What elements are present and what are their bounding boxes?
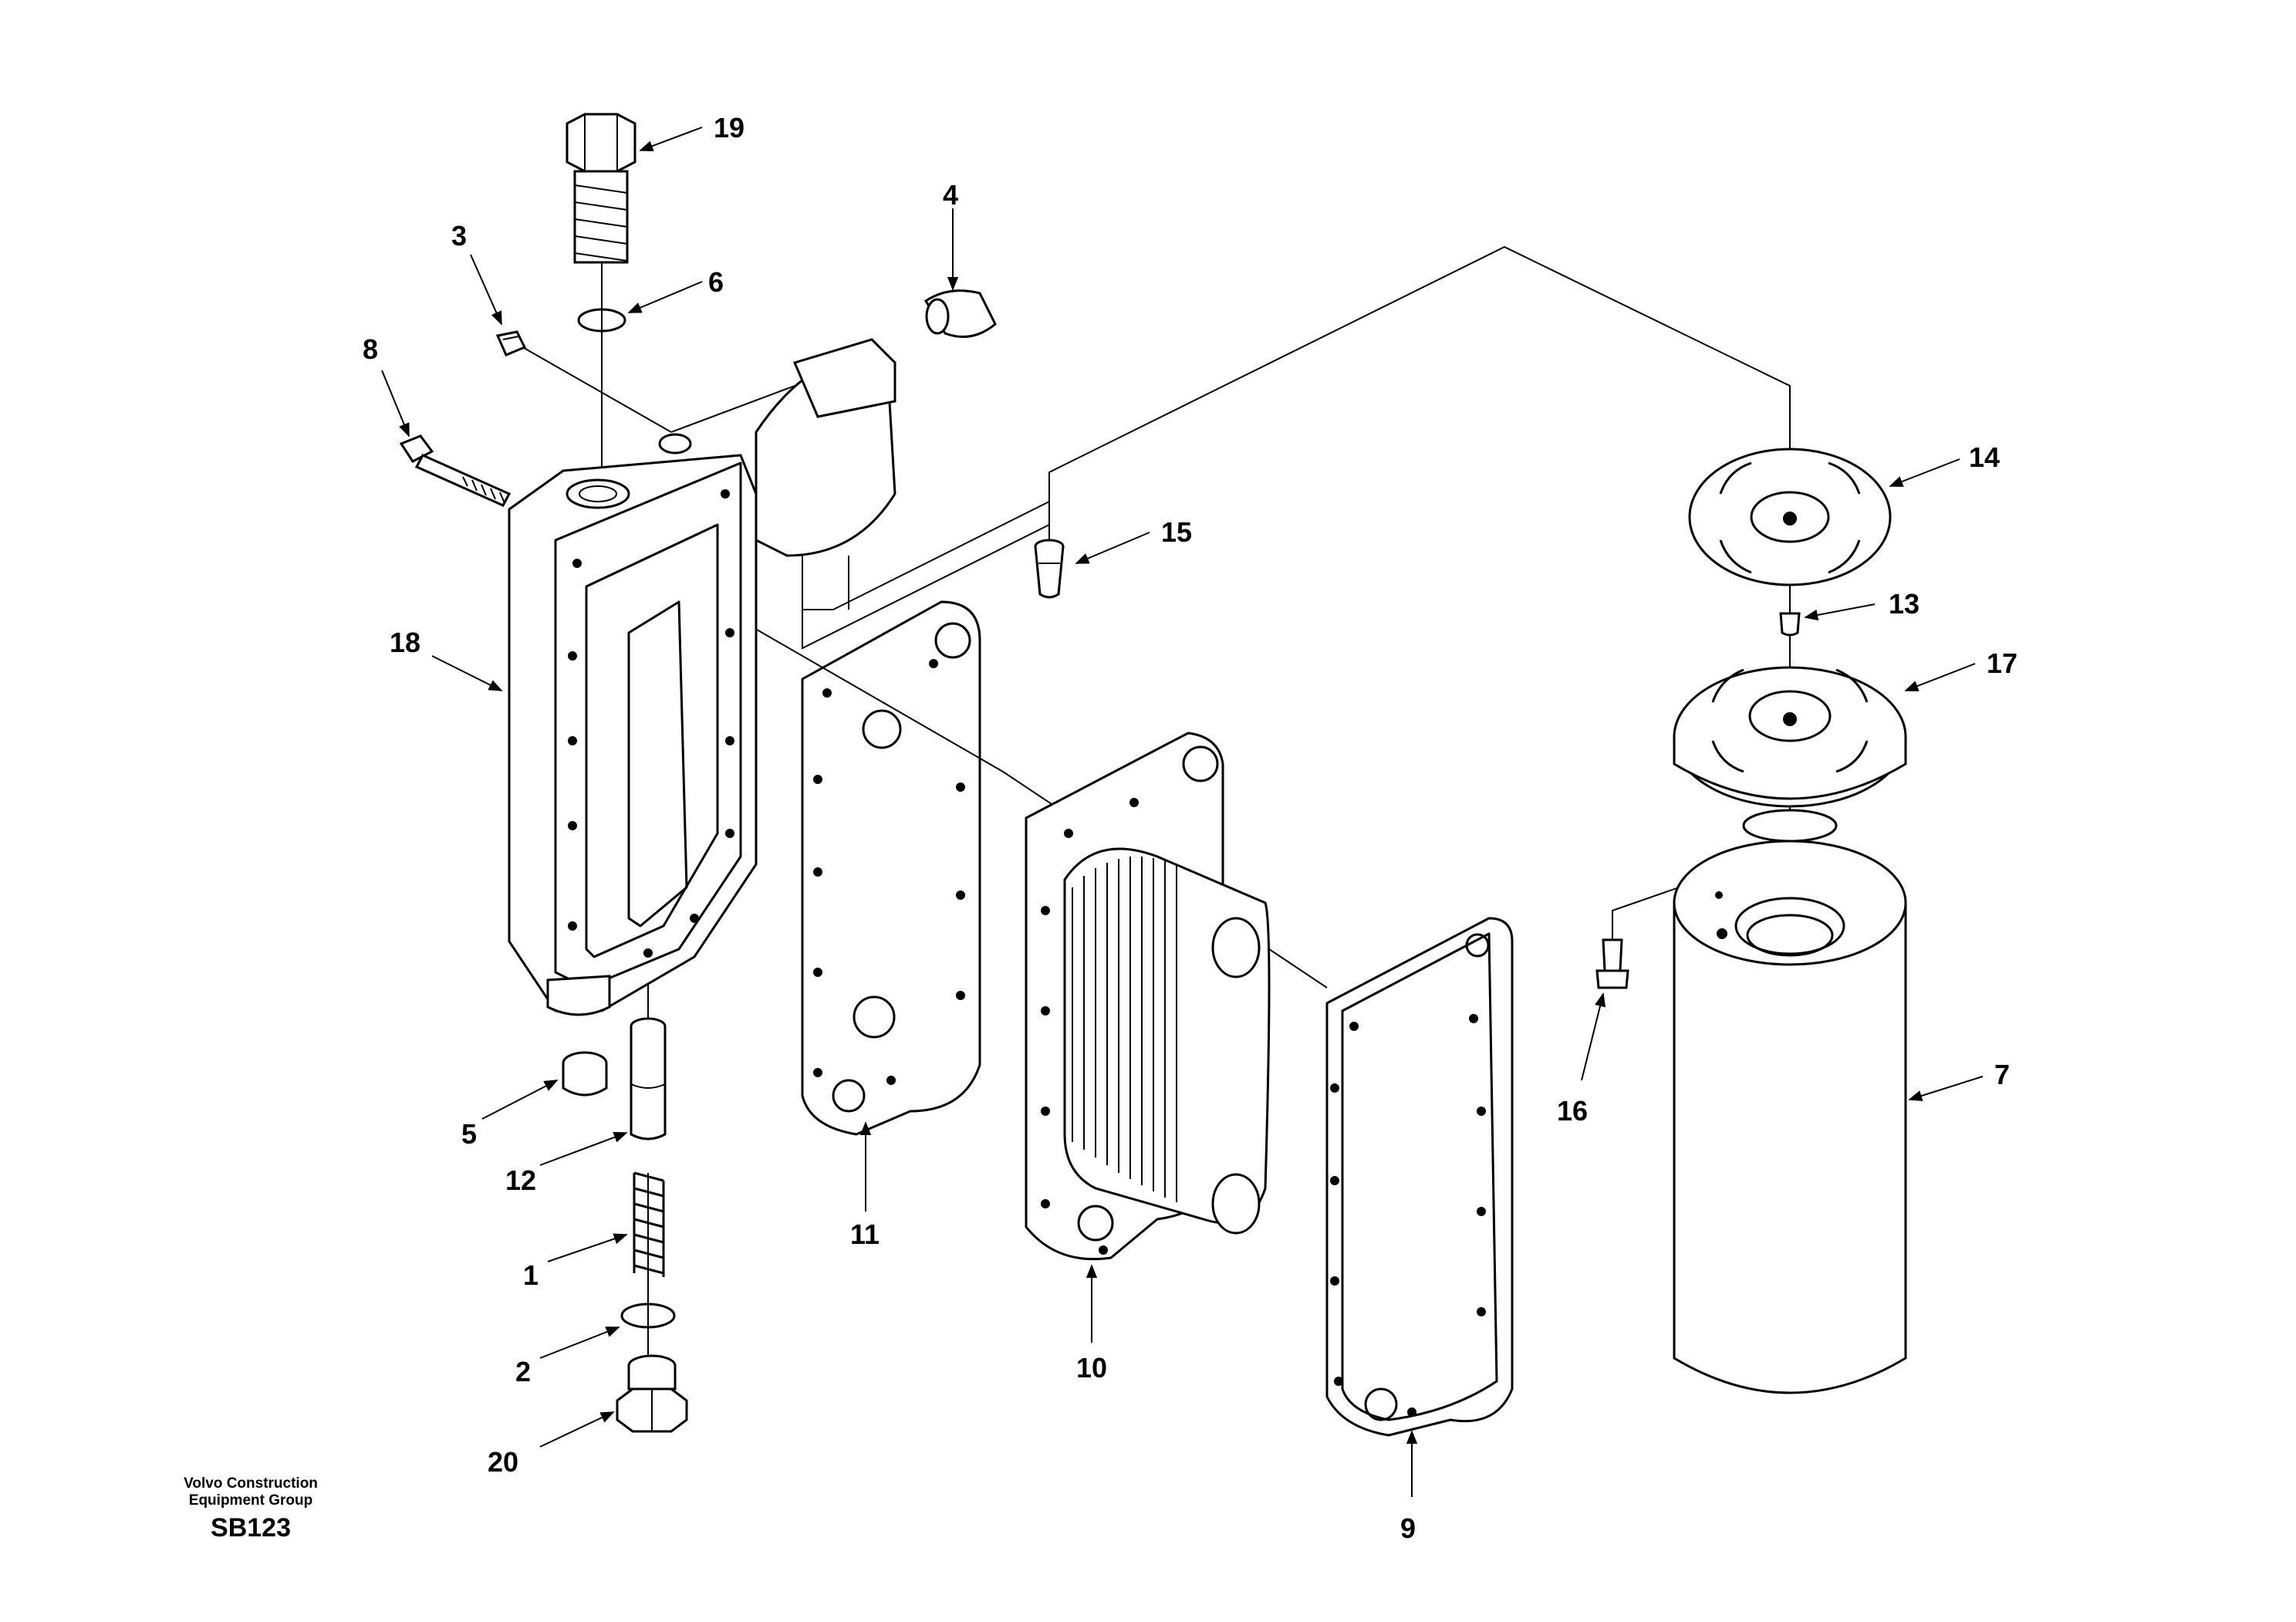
callout-17: 17 (1987, 647, 2017, 679)
part-2-o-ring (620, 1303, 676, 1329)
part-6-o-ring (577, 308, 626, 333)
part-17-filter-head (1673, 666, 1907, 843)
part-15-nipple (1034, 539, 1065, 599)
callout-5: 5 (461, 1118, 477, 1150)
part-4-plug (923, 289, 997, 338)
part-5-plug (562, 1051, 608, 1097)
callout-13: 13 (1889, 588, 1920, 620)
callout-15: 15 (1161, 516, 1192, 548)
callout-3: 3 (451, 220, 467, 252)
organization-line-1: Volvo Construction (184, 1475, 318, 1492)
part-7-oil-filter (1673, 840, 1907, 1394)
callout-12: 12 (505, 1164, 536, 1196)
callout-7: 7 (1994, 1059, 2010, 1090)
part-1-spring (633, 1171, 665, 1277)
part-19-plug (566, 113, 636, 264)
part-11-gasket (801, 600, 981, 1136)
part-13-valve (1779, 612, 1801, 637)
part-8-bolt (399, 434, 512, 507)
callout-9: 9 (1400, 1512, 1416, 1544)
organization-line-2: Equipment Group (188, 1492, 313, 1509)
callout-1: 1 (523, 1259, 539, 1291)
callout-14: 14 (1969, 441, 2000, 473)
part-9-gasket (1325, 917, 1514, 1437)
callout-11: 11 (850, 1218, 880, 1250)
organization-caption: Volvo Construction Equipment Group (135, 1475, 366, 1509)
part-12-piston (630, 1017, 667, 1140)
part-14-valve-plate (1688, 448, 1892, 586)
callout-16: 16 (1557, 1095, 1588, 1127)
part-18-filter-housing (508, 338, 896, 1016)
callout-18: 18 (390, 627, 420, 658)
callout-20: 20 (488, 1446, 518, 1478)
callout-4: 4 (943, 179, 958, 211)
callout-2: 2 (515, 1356, 531, 1387)
part-16-nipple (1595, 938, 1629, 989)
callout-leaders (381, 127, 1984, 1497)
callout-8: 8 (363, 333, 378, 365)
part-20-plug (616, 1354, 688, 1433)
part-10-oil-cooler (1025, 732, 1271, 1261)
callout-19: 19 (714, 112, 745, 144)
figure-code: SB123 (211, 1513, 291, 1543)
callout-10: 10 (1076, 1352, 1107, 1384)
callout-labels: 19 3 6 4 8 15 14 13 17 18 7 16 5 12 11 1… (363, 112, 2017, 1544)
callout-6: 6 (708, 266, 724, 298)
part-3-fitting (495, 330, 527, 357)
